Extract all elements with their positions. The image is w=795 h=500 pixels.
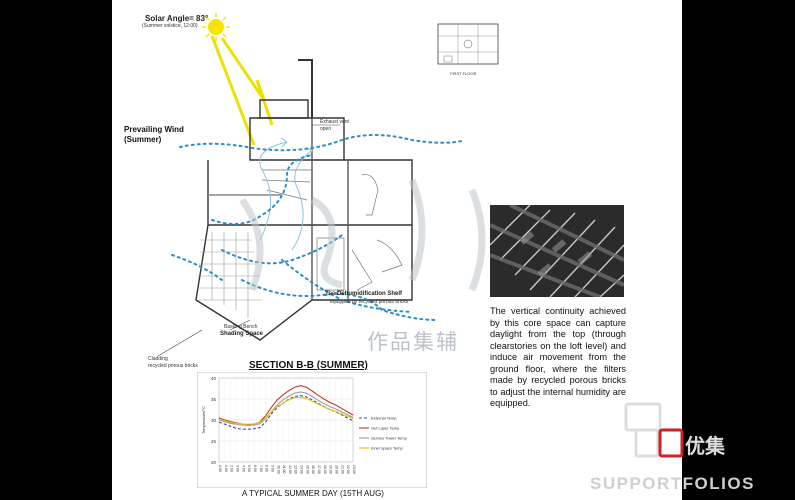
x-tick-label: 23:00 (352, 465, 356, 474)
x-tick-label: 0:00 (218, 465, 222, 472)
shading-space-label: Shading Space (220, 331, 264, 337)
logo: 优集 SUPPORTFOLIOS (590, 400, 780, 496)
series-line-4 (218, 396, 354, 425)
x-tick-label: 22:00 (346, 465, 350, 474)
floor-plan-thumbnail (437, 23, 499, 65)
sun-icon (202, 13, 230, 41)
dehumidification-label: The Dehumidification Shelf (325, 291, 403, 297)
x-tick-label: 14:00 (300, 465, 304, 474)
x-tick-label: 13:00 (294, 465, 298, 474)
x-tick-label: 10:00 (276, 465, 280, 474)
legend-label: Out Layer Temp (371, 426, 400, 431)
legend-label: Service Tower Temp (371, 436, 408, 441)
logo-mark-icon (624, 402, 684, 458)
exhaust-vent-status: open (320, 126, 332, 132)
x-tick-label: 4:00 (241, 465, 245, 472)
x-tick-label: 16:00 (311, 465, 315, 474)
cladding-note: recycled porous bricks (148, 363, 198, 369)
x-tick-label: 20:00 (335, 465, 339, 474)
wind-path (171, 134, 463, 321)
x-tick-label: 5:00 (247, 465, 251, 472)
y-tick-label: 30 (211, 418, 217, 423)
x-tick-label: 2:00 (230, 465, 234, 472)
x-tick-label: 18:00 (323, 465, 327, 474)
y-tick-label: 25 (211, 439, 217, 444)
prevailing-wind-label: Prevailing Wind (124, 125, 184, 134)
watermark (239, 178, 486, 292)
cladding-label: Cladding (148, 356, 168, 362)
x-tick-label: 1:00 (224, 465, 228, 472)
exhaust-vent-label: Exhaust vent (320, 119, 349, 125)
air-flow-arrow (259, 137, 313, 251)
floor-plan-label: FIRST FLOOR (450, 71, 477, 76)
sun-ray (210, 35, 274, 146)
x-tick-label: 15:00 (305, 465, 309, 474)
building-section (195, 59, 413, 341)
y-tick-label: 40 (211, 376, 217, 381)
series-line-3 (218, 391, 354, 427)
x-tick-label: 21:00 (340, 465, 344, 474)
x-tick-label: 6:00 (253, 465, 257, 472)
brick-cladding (197, 232, 262, 318)
brick-roof-photo (490, 205, 624, 297)
y-tick-label: 20 (211, 460, 217, 465)
y-axis-label: Temperature/°C (201, 406, 206, 434)
x-tick-label: 19:00 (329, 465, 333, 474)
watermark-text: 作品集辅 (367, 331, 459, 354)
prevailing-wind-season: (Summer) (124, 135, 162, 144)
leader-lines (157, 124, 345, 357)
x-tick-label: 11:00 (282, 465, 286, 474)
x-tick-label: 8:00 (265, 465, 269, 472)
legend-label: External Temp (371, 416, 397, 421)
x-tick-label: 7:00 (259, 465, 263, 472)
description-text: The vertical continuity achieved by this… (490, 306, 626, 408)
dehumidification-note: equipped by recycled porous bricks (330, 299, 409, 305)
solar-angle-note: (Summer solstice, 12:00) (142, 23, 198, 29)
x-tick-label: 3:00 (235, 465, 239, 472)
chart-caption: A TYPICAL SUMMER DAY (15TH AUG) (242, 489, 384, 498)
section-drawing (157, 13, 486, 357)
x-tick-label: 17:00 (317, 465, 321, 474)
section-title: SECTION B-B (SUMMER) (249, 360, 368, 371)
logo-cn-text: 优集 (685, 436, 725, 458)
logo-en-text: SUPPORTFOLIOS (590, 474, 755, 493)
portfolio-sheet: Solar Angle= 83° (Summer solstice, 12:00… (112, 0, 682, 500)
x-tick-label: 9:00 (270, 465, 274, 472)
basking-bench-label: Basking Bench (224, 324, 258, 330)
y-tick-label: 35 (211, 397, 217, 402)
legend-label: Inner space Temp (371, 446, 403, 451)
x-tick-label: 12:00 (288, 465, 292, 474)
solar-angle-label: Solar Angle= 83° (145, 14, 209, 23)
